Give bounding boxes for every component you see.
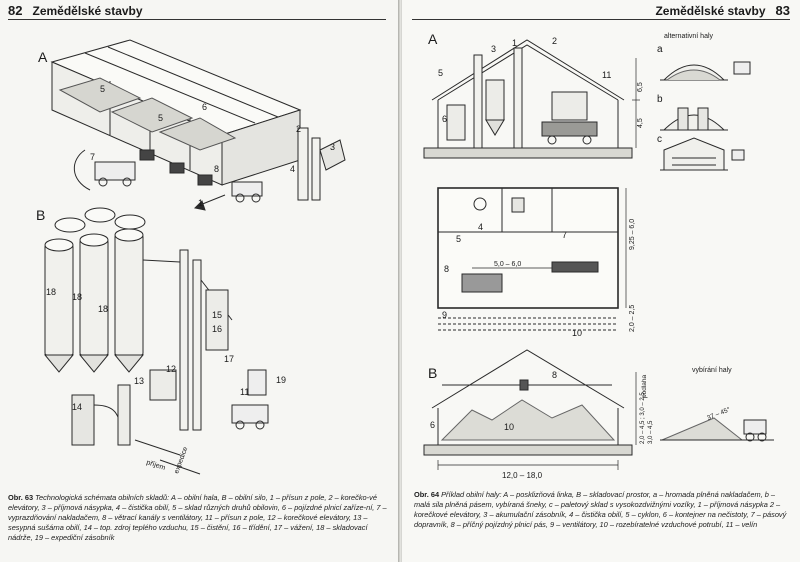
- fig63-a-callouts: 1 2 3 4 5 5 6 7 8: [90, 84, 335, 208]
- figure-64-caption: Obr. 64 Příklad obilní haly: A – poskliz…: [414, 490, 792, 530]
- callout: 8: [552, 370, 557, 380]
- caption-number: Obr. 63: [8, 493, 34, 502]
- alt-halls-label: alternativní haly: [664, 33, 714, 40]
- fig64-label-b: B: [428, 365, 437, 381]
- grain-silo-drawing: [43, 207, 269, 475]
- callout: 4: [290, 164, 295, 174]
- callout: 6: [202, 102, 207, 112]
- book-gutter: [398, 0, 402, 562]
- podlaha-label: podlaha: [641, 374, 648, 398]
- fig64-label-a: A: [428, 31, 438, 47]
- callout: 6: [430, 420, 435, 430]
- alternative-halls: [660, 61, 751, 171]
- callout: 10: [572, 328, 582, 338]
- figure-64-drawing: A 2 3 1: [423, 31, 774, 480]
- dimension-text: 4,5: [637, 118, 644, 128]
- right-section-title: Zemědělské stavby: [655, 4, 766, 18]
- caption-text: Technologická schémata obilních skladů: …: [8, 493, 387, 543]
- fig63-label-b: B: [36, 207, 45, 223]
- callout: 5: [438, 68, 443, 78]
- callout: 14: [72, 402, 82, 412]
- hall-cross-section: [423, 39, 640, 159]
- callout: 19: [276, 375, 286, 385]
- left-page-number: 82: [8, 3, 23, 18]
- angle-label: 37 – 45°: [706, 405, 732, 422]
- alt-letter-c: c: [657, 134, 662, 145]
- callout: 11: [602, 70, 611, 80]
- callout: 7: [90, 152, 95, 162]
- left-header-rule: [8, 19, 386, 20]
- callout: 5: [100, 84, 105, 94]
- callout: 7: [562, 230, 567, 240]
- flow-label-out: expedice: [173, 446, 189, 475]
- alt-halls-letters: a b c: [657, 44, 663, 145]
- callout: 9: [442, 310, 447, 320]
- alt-letter-a: a: [657, 44, 663, 55]
- dimension-text: 9,25 – 6,0: [629, 219, 636, 250]
- callout: 12: [166, 364, 176, 374]
- callout: 18: [72, 292, 82, 302]
- callout: 6: [442, 114, 447, 124]
- left-page-header: 82 Zemědělské stavby: [8, 3, 143, 18]
- callout: 16: [212, 324, 222, 334]
- right-header-rule: [412, 19, 790, 20]
- callout: 1: [512, 38, 517, 48]
- dimension-text: 3,0 – 4,5: [648, 420, 654, 444]
- figure-63-drawing: A: [36, 39, 346, 475]
- vybirani-label: vybírání haly: [692, 367, 732, 374]
- callout: 3: [491, 44, 496, 54]
- right-page-header: Zemědělské stavby 83: [655, 3, 790, 18]
- callout: 18: [46, 287, 56, 297]
- hall-floor-plan: [437, 187, 627, 331]
- callout: 15: [212, 310, 222, 320]
- callout: 3: [330, 142, 335, 152]
- right-page-number: 83: [775, 3, 790, 18]
- grain-hall-drawing: [50, 39, 346, 211]
- right-page: Zemědělské stavby 83 A: [402, 0, 800, 562]
- left-page: 82 Zemědělské stavby A: [0, 0, 399, 562]
- callout: 4: [478, 222, 483, 232]
- figure-63-caption: Obr. 63 Technologická schémata obilních …: [8, 493, 388, 543]
- callout: 2: [552, 36, 557, 46]
- fig64-a-callouts: 2 3 1 5 6 11 4,5 6,5: [438, 36, 644, 128]
- caption-number: Obr. 64: [414, 490, 440, 499]
- callout: 8: [444, 264, 449, 274]
- left-section-title: Zemědělské stavby: [32, 4, 143, 18]
- dimension-text: 2,0 – 2,5: [629, 305, 636, 332]
- callout: 5: [158, 113, 163, 123]
- callout: 1: [198, 198, 203, 208]
- callout: 17: [224, 354, 234, 364]
- callout: 10: [504, 422, 514, 432]
- caption-text: Příklad obilní haly: A – posklizňová lin…: [414, 490, 787, 530]
- dimension-text: 2,0 – 4,5 ; 3,0 – 2,5: [640, 392, 646, 444]
- callout: 2: [296, 124, 301, 134]
- callout: 8: [214, 164, 219, 174]
- alt-letter-b: b: [657, 94, 663, 105]
- fig64-plan-callouts: 5 4 7 9 10 8 5,0 – 6,0 9,25 – 6,0 2,0 – …: [442, 219, 636, 338]
- callout: 18: [98, 304, 108, 314]
- fig63-label-a: A: [38, 49, 48, 65]
- dimension-text: 6,5: [637, 82, 644, 92]
- dimension-text: 5,0 – 6,0: [494, 261, 521, 268]
- callout: 11: [240, 387, 249, 397]
- callout: 5: [456, 234, 461, 244]
- dimension-text: 12,0 – 18,0: [502, 471, 543, 480]
- callout: 13: [134, 376, 144, 386]
- storage-section: [423, 349, 774, 470]
